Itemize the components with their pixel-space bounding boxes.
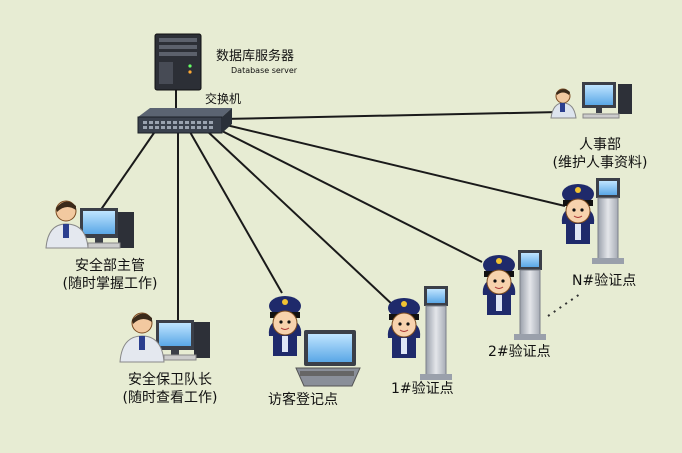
connection-lines — [99, 89, 566, 322]
hr-label: 人事部 (维护人事资料) — [540, 136, 660, 172]
police-officer-icon — [482, 255, 516, 315]
server-subtitle: Database server — [231, 66, 298, 75]
security-manager-subtitle: (随时掌握工作) — [62, 276, 158, 292]
hr-workstation-icon — [550, 82, 632, 119]
guard-captain-subtitle: (随时查看工作) — [122, 390, 218, 406]
link-switch-checkpoint-n — [221, 123, 566, 207]
security-manager-label: 安全部主管 (随时掌握工作) — [45, 257, 175, 293]
link-switch-security-manager — [99, 129, 157, 212]
guard-captain-label: 安全保卫队长 (随时查看工作) — [105, 371, 235, 407]
server-title: 数据库服务器 — [216, 49, 295, 64]
visitor-registration-label: 访客登记点 — [268, 392, 338, 408]
guard-captain-workstation-icon — [119, 312, 210, 363]
security-manager-workstation-icon — [45, 200, 134, 249]
more-checkpoints-dots — [547, 293, 581, 317]
police-officer-icon — [387, 298, 421, 358]
police-officer-icon — [268, 296, 302, 356]
link-switch-checkpoint-2 — [215, 127, 483, 263]
link-switch-checkpoint-1 — [205, 129, 395, 307]
hr-subtitle: (维护人事资料) — [552, 155, 648, 171]
kiosk-icon-1 — [420, 286, 452, 380]
police-officer-icon — [561, 184, 595, 244]
visitor-registration-icon — [295, 330, 361, 387]
switch-icon — [137, 108, 232, 134]
link-switch-hr — [221, 111, 561, 120]
security-manager-title: 安全部主管 — [75, 258, 145, 274]
link-switch-visitor — [189, 131, 283, 294]
kiosk-icon-n — [592, 178, 624, 264]
server-icon — [154, 33, 202, 91]
kiosk-icon-2 — [514, 250, 546, 340]
switch-label: 交换机 — [205, 92, 242, 106]
checkpoint-n-label: N#验证点 — [572, 273, 637, 289]
hr-title: 人事部 — [579, 137, 621, 153]
checkpoint-2-label: 2#验证点 — [488, 344, 551, 360]
guard-captain-title: 安全保卫队长 — [128, 372, 212, 388]
checkpoint-1-label: 1#验证点 — [391, 381, 454, 397]
